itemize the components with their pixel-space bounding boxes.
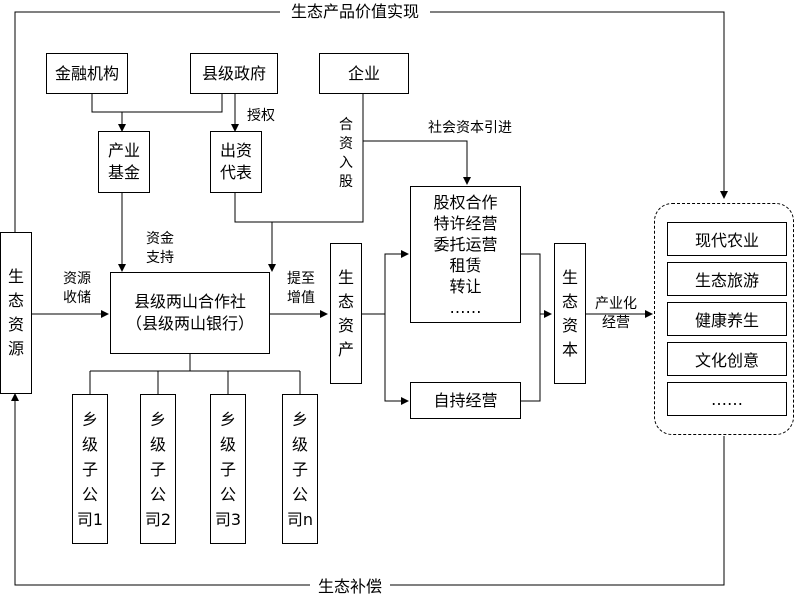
char: 公 <box>149 484 166 504</box>
char: 资 <box>7 315 24 334</box>
county-coop-box: 县级两山合作社 （县级两山银行） <box>110 272 270 354</box>
mode-item: …… <box>449 297 482 317</box>
char: 子 <box>81 459 98 479</box>
char: 级 <box>219 434 236 454</box>
split-up-arrow <box>384 250 409 314</box>
sector-more: …… <box>667 382 787 416</box>
loop-title-bottom: 生态补偿 <box>310 577 390 597</box>
finance-down-line <box>91 94 122 113</box>
merge-bottom-line <box>521 314 541 402</box>
eco-capital-box: 生 态 资 本 <box>554 243 586 384</box>
mode-item: 转让 <box>449 276 482 296</box>
char: 级 <box>149 434 166 454</box>
joint-capital-label: 合 资 入 股 <box>335 116 357 192</box>
char: 子 <box>149 459 166 479</box>
char: 乡 <box>81 409 98 429</box>
enterprise-box: 企业 <box>319 53 409 94</box>
char: 合 <box>339 117 353 133</box>
char: 生 <box>337 267 354 287</box>
gov-left-line <box>122 94 223 113</box>
rep-down-line <box>234 193 272 223</box>
county-government-box: 县级政府 <box>190 53 278 94</box>
mode-item: 股权合作 <box>433 192 498 212</box>
char: 子 <box>291 459 308 479</box>
mode-item: 租赁 <box>449 255 482 275</box>
char: 源 <box>7 339 24 358</box>
char: 态 <box>7 291 24 310</box>
merge-top-line <box>521 253 541 314</box>
subsidiary-bus <box>89 354 301 394</box>
char: 乡 <box>219 409 236 429</box>
authorize-label: 授权 <box>243 107 279 126</box>
char: 公 <box>219 484 236 504</box>
char: 乡 <box>149 409 166 429</box>
loop-bottom-line <box>11 393 725 586</box>
char: 司2 <box>144 509 172 529</box>
fund-support-label: 资金 支持 <box>146 231 174 266</box>
split-down-arrow <box>384 314 409 405</box>
char: 态 <box>337 291 354 311</box>
char: 司1 <box>76 509 104 529</box>
subsidiary-2: 乡 级 子 公 司2 <box>140 394 176 544</box>
industry-fund-box: 产业 基金 <box>98 131 150 193</box>
char: 股 <box>339 174 353 190</box>
loop-top-line <box>14 11 728 232</box>
sector-modern-agriculture: 现代农业 <box>667 222 787 256</box>
char: 态 <box>561 291 578 311</box>
social-capital-arrow <box>363 140 471 185</box>
resource-storage-label: 资源 收储 <box>63 271 91 306</box>
mode-item: 委托运营 <box>433 234 498 254</box>
char: 入 <box>339 155 353 171</box>
upgrade-label: 提至 增值 <box>287 271 315 306</box>
sector-health: 健康养生 <box>667 302 787 336</box>
char: 产 <box>337 339 354 359</box>
char: 乡 <box>291 409 308 429</box>
funding-representative-box: 出资 代表 <box>210 131 262 193</box>
subsidiary-1: 乡 级 子 公 司1 <box>72 394 108 544</box>
char: 公 <box>81 484 98 504</box>
char: 司3 <box>214 509 242 529</box>
char: 子 <box>219 459 236 479</box>
subsidiary-3: 乡 级 子 公 司3 <box>210 394 246 544</box>
char: 本 <box>561 339 578 359</box>
subsidiary-n: 乡 级 子 公 司n <box>282 394 318 544</box>
finance-institution-box: 金融机构 <box>46 53 128 94</box>
self-operation-box: 自持经营 <box>410 382 521 419</box>
social-capital-label: 社会资本引进 <box>418 119 522 138</box>
eco-resources-box: 生 态 资 源 <box>0 232 32 394</box>
sector-culture: 文化创意 <box>667 342 787 376</box>
char: 生 <box>561 267 578 287</box>
operation-modes-box: 股权合作 特许经营 委托运营 租赁 转让 …… <box>410 186 521 323</box>
mode-item: 特许经营 <box>433 213 498 233</box>
sector-eco-tourism: 生态旅游 <box>667 262 787 296</box>
char: 级 <box>81 434 98 454</box>
char: 资 <box>337 315 354 335</box>
char: 生 <box>7 267 24 286</box>
enterprise-down-line <box>272 94 364 223</box>
char: 级 <box>291 434 308 454</box>
industrialize-label: 产业化 经营 <box>595 296 637 331</box>
char: 公 <box>291 484 308 504</box>
loop-title-top: 生态产品价值实现 <box>280 2 430 22</box>
char: 司n <box>286 509 314 529</box>
char: 资 <box>561 315 578 335</box>
char: 资 <box>339 136 353 152</box>
eco-assets-box: 生 态 资 产 <box>330 243 362 384</box>
